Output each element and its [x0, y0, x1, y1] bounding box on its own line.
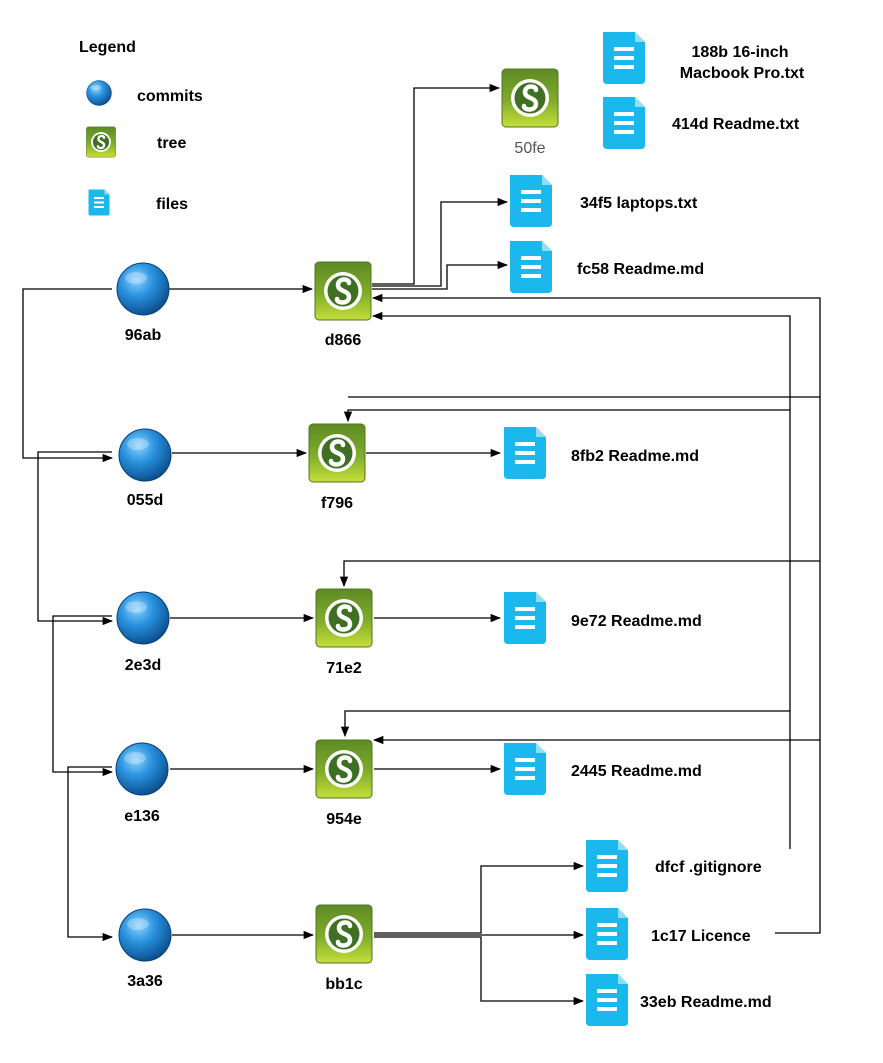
- document-icon: [504, 427, 546, 479]
- document-icon: [603, 32, 645, 84]
- tree-s-logo-icon: [502, 69, 558, 127]
- file-fc58: fc58 Readme.md: [510, 241, 704, 293]
- tree-label: 954e: [326, 811, 362, 828]
- tree-71e2: 71e2: [316, 589, 372, 677]
- file-414d: 414d Readme.txt: [603, 97, 800, 149]
- file-label: 33eb Readme.md: [640, 994, 772, 1011]
- document-icon: [510, 175, 552, 227]
- tree-s-logo-icon: [316, 905, 372, 963]
- file-34f5: 34f5 laptops.txt: [510, 175, 698, 227]
- tree-bb1c: bb1c: [316, 905, 372, 993]
- document-icon: [586, 840, 628, 892]
- edges: [22, 83, 821, 1006]
- document-icon: [504, 743, 546, 795]
- file-label: 414d Readme.txt: [672, 116, 800, 133]
- file-label: dfcf .gitignore: [655, 859, 762, 876]
- document-icon: [504, 592, 546, 644]
- commit-label: 96ab: [125, 327, 162, 344]
- commit-sphere-icon: [116, 262, 170, 316]
- file-1c17: 1c17 Licence: [586, 908, 751, 960]
- file-label: 1c17 Licence: [651, 928, 751, 945]
- commit-sphere-icon: [118, 428, 172, 482]
- tree-50fe: 50fe: [502, 69, 558, 157]
- commit-sphere-icon: [86, 80, 112, 106]
- document-icon: [88, 189, 110, 216]
- legend-title: Legend: [79, 39, 136, 56]
- file-label: 9e72 Readme.md: [571, 613, 702, 630]
- commit-sphere-icon: [118, 908, 172, 962]
- edge-bb1c-to-dfcf: [374, 861, 585, 934]
- tree-s-logo-icon: [315, 262, 371, 320]
- commit-96ab: 96ab: [116, 262, 170, 344]
- tree-954e: 954e: [316, 740, 372, 828]
- file-label: 8fb2 Readme.md: [571, 448, 699, 465]
- file-9e72: 9e72 Readme.md: [504, 592, 702, 644]
- commit-label: e136: [124, 808, 160, 825]
- tree-label: d866: [325, 332, 362, 349]
- file-label: 2445 Readme.md: [571, 763, 702, 780]
- edge-bb1c-to-33eb: [374, 936, 585, 1006]
- edge-dfcf-to-71e2: [339, 560, 790, 588]
- file-33eb: 33eb Readme.md: [586, 974, 772, 1026]
- tree-s-logo-icon: [309, 424, 365, 482]
- file-8fb2: 8fb2 Readme.md: [504, 427, 699, 479]
- tree-f796: f796: [309, 424, 365, 512]
- file-label-line1: 188b 16-inch: [692, 44, 789, 61]
- commit-sphere-icon: [115, 742, 169, 796]
- commit-label: 3a36: [127, 973, 163, 990]
- edge-d866-to-fc58: [372, 260, 509, 290]
- edge-d866-to-50fe: [372, 83, 501, 285]
- file-label-line2: Macbook Pro.txt: [680, 65, 805, 82]
- edge-96ab-to-055d: [22, 288, 114, 463]
- edge-2e3d-to-e136: [52, 615, 114, 777]
- file-label: 34f5 laptops.txt: [580, 195, 698, 212]
- tree-s-logo-icon: [85, 125, 117, 159]
- document-icon: [603, 97, 645, 149]
- commit-2e3d: 2e3d: [116, 591, 170, 674]
- edge-1c17-shared: [371, 293, 821, 934]
- file-label: fc58 Readme.md: [577, 261, 704, 278]
- edge-dfcf-shared: [371, 311, 791, 849]
- file-2445: 2445 Readme.md: [504, 743, 702, 795]
- commit-label: 2e3d: [125, 657, 161, 674]
- commit-e136: e136: [115, 742, 169, 825]
- document-icon: [510, 241, 552, 293]
- edge-055d-to-2e3d: [37, 451, 114, 626]
- tree-label: 71e2: [326, 660, 362, 677]
- commit-sphere-icon: [116, 591, 170, 645]
- legend-tree-label: tree: [157, 135, 186, 152]
- tree-s-logo-icon: [316, 589, 372, 647]
- document-icon: [586, 908, 628, 960]
- commit-3a36: 3a36: [118, 908, 172, 990]
- tree-s-logo-icon: [316, 740, 372, 798]
- legend-files-label: files: [156, 196, 188, 213]
- edge-d866-to-34f5: [372, 197, 509, 287]
- tree-label: 50fe: [514, 140, 545, 157]
- commit-055d: 055d: [118, 428, 172, 509]
- tree-label: f796: [321, 495, 353, 512]
- commit-label: 055d: [127, 492, 163, 509]
- document-icon: [586, 974, 628, 1026]
- file-dfcf: dfcf .gitignore: [586, 840, 762, 892]
- edge-dfcf-to-954e: [340, 710, 790, 738]
- legend-commits-label: commits: [137, 88, 203, 105]
- file-188b: 188b 16-inch Macbook Pro.txt: [603, 32, 805, 84]
- edge-e136-to-3a36: [67, 766, 114, 942]
- edge-dfcf-to-f796: [343, 409, 790, 423]
- tree-d866: d866: [315, 262, 371, 349]
- tree-label: bb1c: [325, 976, 362, 993]
- legend: Legend commits tree files: [79, 39, 203, 216]
